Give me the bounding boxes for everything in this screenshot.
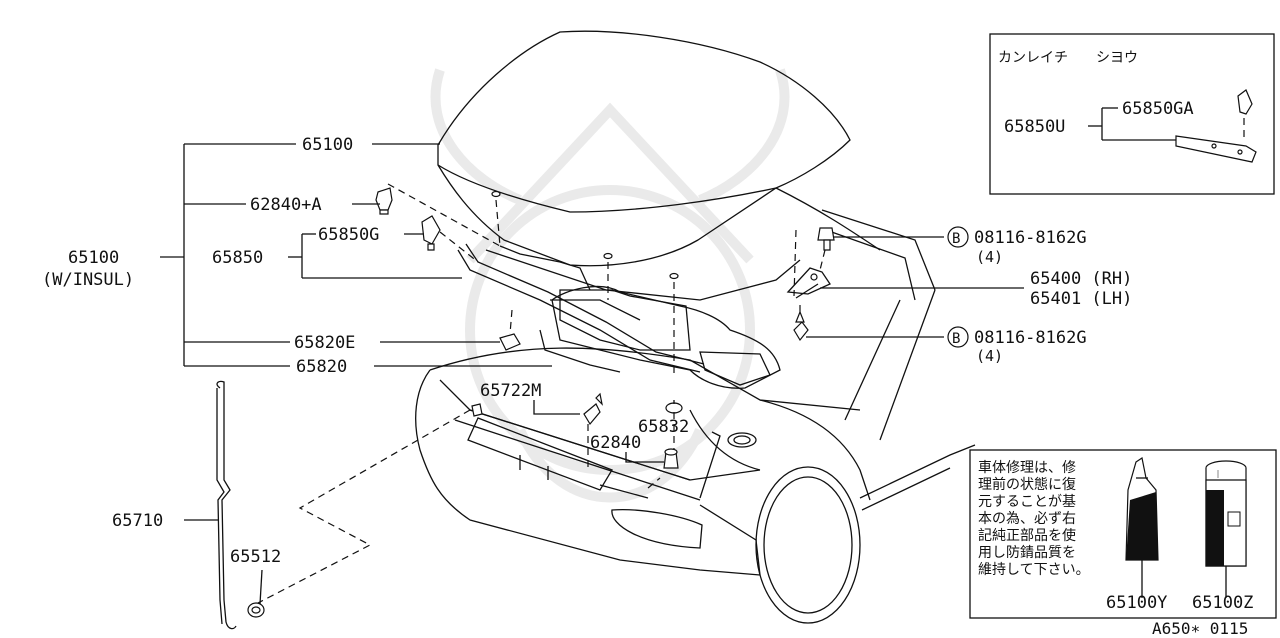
label-insulator-clip: 65850G	[318, 225, 379, 245]
label-insulator: 65850	[212, 248, 263, 268]
label-bumper-65832: 65832	[638, 417, 689, 437]
hood-seal-strip	[457, 243, 705, 373]
label-can-part: 65100Z	[1192, 593, 1253, 613]
hood-hinge	[786, 267, 831, 299]
repair-note: 車体修理は、修 理前の状態に復 元することが基 本の為、必ず右 記純正部品を使 …	[978, 459, 1090, 578]
label-cold-clip: 65850GA	[1122, 99, 1194, 119]
sealant-tube	[1125, 457, 1159, 598]
label-hinge-rh: 65400 (RH)	[1030, 269, 1132, 289]
drawing-code: A650∗ 0115	[1152, 619, 1248, 638]
spray-can	[1205, 460, 1247, 598]
label-clip-62840: 62840	[590, 433, 641, 453]
repair-box: 車体修理は、修 理前の状態に復 元することが基 本の為、必ず右 記純正部品を使 …	[969, 449, 1277, 619]
bolt-marker-top-letter: B	[952, 231, 960, 247]
label-bolt-bottom: 08116-8162G	[974, 328, 1087, 348]
label-seal-65820e: 65820E	[294, 333, 355, 353]
hood-panel	[437, 30, 851, 267]
repair-note-line: 用し防錆品質を	[978, 544, 1076, 561]
repair-note-line: 記純正部品を使	[978, 527, 1076, 544]
hood-insulator	[539, 285, 781, 389]
label-tube-part: 65100Y	[1106, 593, 1167, 613]
label-hinge-lh: 65401 (LH)	[1030, 289, 1132, 309]
hood-prop-rod	[216, 380, 265, 630]
label-hood-w-insul: 65100	[68, 248, 119, 268]
label-hood: 65100	[302, 135, 353, 155]
front-wheel	[755, 466, 861, 624]
label-bolt-top-qty: (4)	[976, 248, 1003, 266]
repair-note-line: 元することが基	[978, 493, 1076, 510]
assembly-lines	[255, 183, 826, 605]
part-labels: 65100 62840+A 65100 (W/INSUL) 65850 6585…	[42, 135, 1248, 638]
label-bolt-top: 08116-8162G	[974, 228, 1087, 248]
car-body	[415, 30, 976, 624]
label-rod-grommet: 65512	[230, 547, 281, 567]
label-cold-assembly: 65850U	[1004, 117, 1065, 137]
bolt-marker-top	[947, 226, 969, 248]
repair-note-line: 車体修理は、修	[978, 459, 1076, 476]
label-w-insul-note: (W/INSUL)	[42, 270, 134, 290]
fasteners	[375, 187, 835, 469]
cold-climate-title: カンレイチ シヨウ	[998, 50, 1138, 66]
label-seal-65820: 65820	[296, 357, 347, 377]
bolt-marker-bottom-letter: B	[952, 331, 960, 347]
leader-lines	[160, 143, 1024, 605]
bolt-marker-bottom	[947, 326, 969, 348]
cold-climate-box: カンレイチ シヨウ 65850U 65850GA	[989, 33, 1275, 195]
repair-note-line: 維持して下さい。	[978, 562, 1090, 578]
label-bolt-bottom-qty: (4)	[976, 347, 1003, 365]
label-clip-62840a: 62840+A	[250, 195, 322, 215]
repair-note-line: 理前の状態に復	[978, 476, 1076, 493]
label-lock-65722m: 65722M	[480, 381, 541, 401]
repair-note-line: 本の為、必ず右	[978, 511, 1076, 527]
label-hood-rod: 65710	[112, 511, 163, 531]
